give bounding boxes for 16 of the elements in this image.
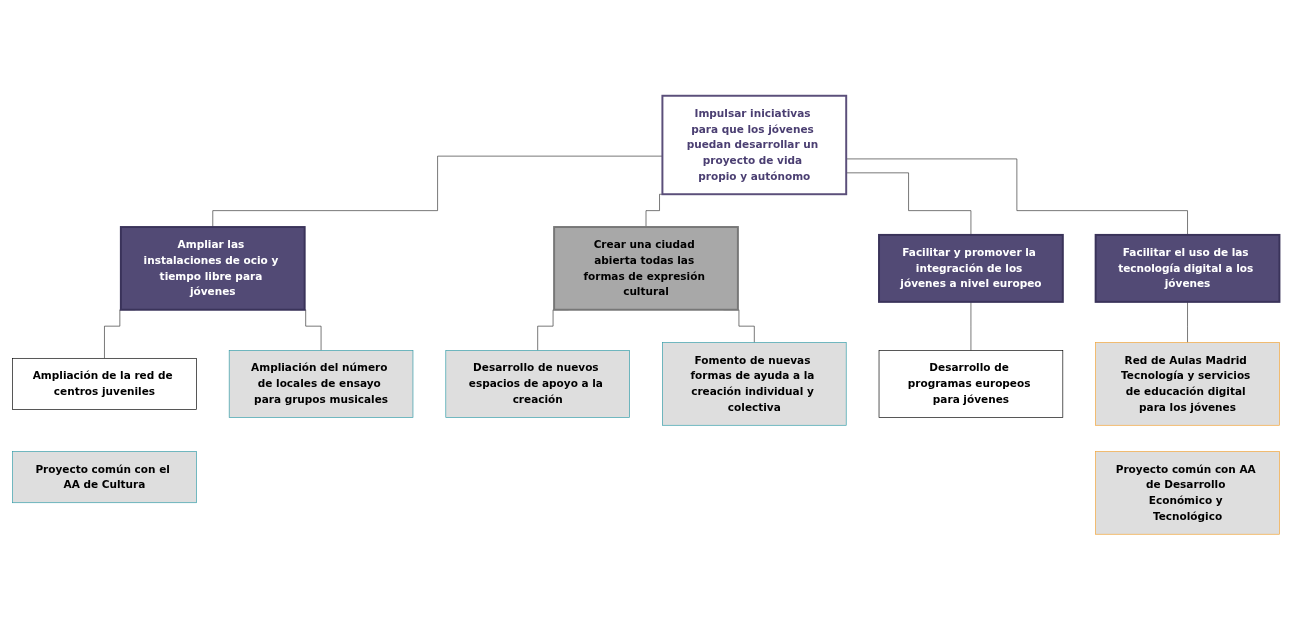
node-box: Red de Aulas Madrid Tecnología y servicios de educación digital para los jóvenes [1095, 342, 1280, 426]
node-box: Impulsar iniciativas para que los jóvenes puedan desarrollar un proyecto de vida propio y autónomo [661, 94, 848, 196]
node-box: Ampliación del número de locales de ensayo para grupos musicales [228, 350, 414, 418]
node-box: Fomento de nuevas formas de ayuda a la creación individual y colectiva [662, 342, 847, 426]
node-box: Facilitar el uso de las tecnología digital a los jóvenes [1094, 233, 1281, 303]
node-box: Ampliar las instalaciones de ocio y tiempo libre para jóvenes [119, 226, 306, 311]
node-box: Desarrollo de programas europeos para jóvenes [878, 350, 1064, 418]
connector [970, 301, 972, 351]
connector [212, 155, 663, 228]
connector [1187, 301, 1188, 343]
node-box: Facilitar y promover la integración de los jóvenes a nivel europeo [878, 233, 1064, 303]
node-box: Proyecto común con el AA de Cultura [12, 451, 197, 504]
node-box: Proyecto común con AA de Desarrollo Económico y Tecnológico [1095, 451, 1280, 535]
node-box: Ampliación de la red de centros juveniles [12, 358, 197, 410]
node-box: Crear una ciudad abierta todas las formas de expresión cultural [553, 226, 739, 311]
node-box: Desarrollo de nuevos espacios de apoyo a la creación [445, 350, 630, 418]
